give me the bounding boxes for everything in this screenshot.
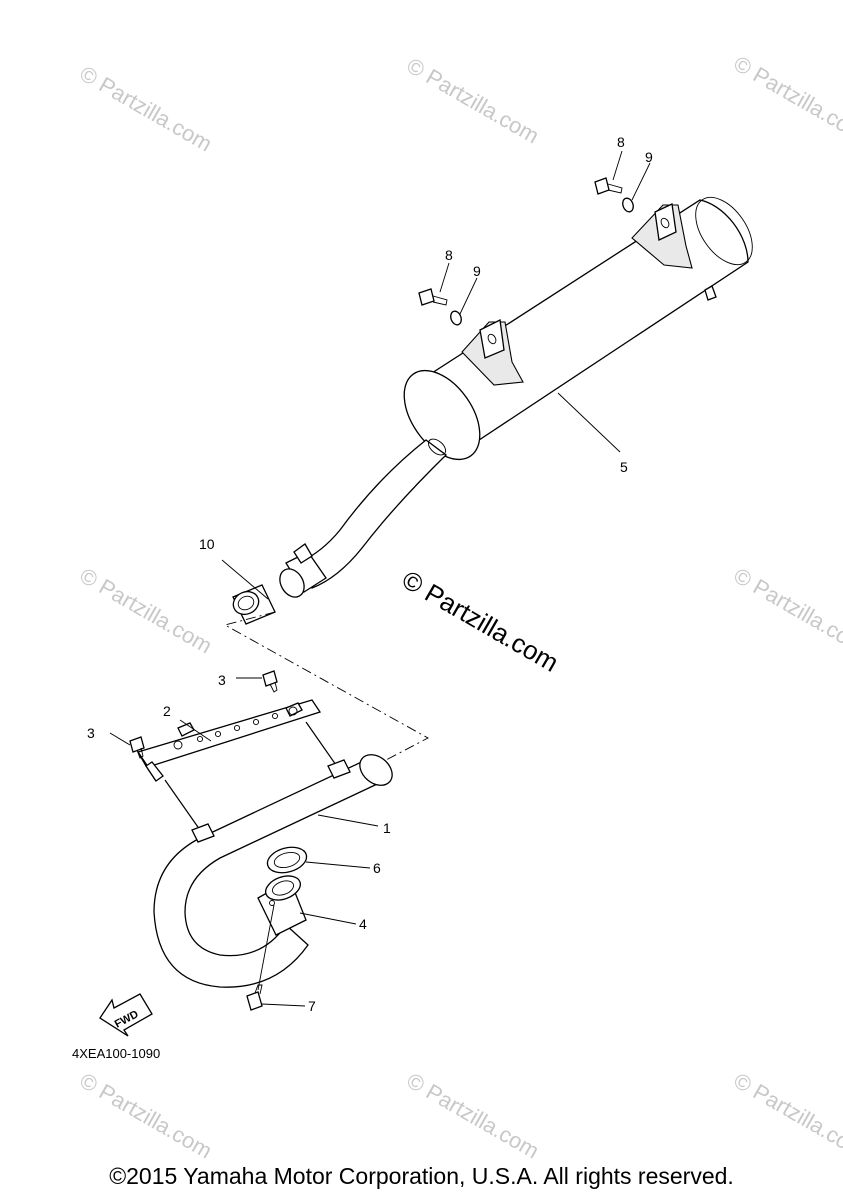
callout-2: 2 xyxy=(163,703,171,719)
callout-3b: 3 xyxy=(87,725,95,741)
callout-3a: 3 xyxy=(218,672,226,688)
bolt-7 xyxy=(246,984,263,1011)
joint-flange xyxy=(257,875,307,936)
bolt-8-lower xyxy=(418,288,448,306)
muffler-inlet-pipe xyxy=(279,438,447,598)
diagram-code: 4XEA100-1090 xyxy=(72,1046,161,1061)
watermark-tile: © Partzilla.com xyxy=(76,61,217,157)
callout-9a: 9 xyxy=(645,149,653,165)
callout-8a: 8 xyxy=(617,134,625,150)
washer-9-lower xyxy=(450,310,462,326)
muffler xyxy=(403,196,753,461)
callout-7: 7 xyxy=(308,998,316,1014)
watermark-tile: © Partzilla.com xyxy=(730,1068,843,1164)
heat-protector xyxy=(136,699,351,843)
callout-8b: 8 xyxy=(445,247,453,263)
washer-9-upper xyxy=(622,197,634,213)
bolt-3-lower xyxy=(129,736,145,759)
callout-10: 10 xyxy=(199,536,215,552)
bolt-8-upper xyxy=(594,177,623,195)
bolt-3-upper xyxy=(262,670,278,693)
callouts: 1 2 3 3 4 5 6 7 8 8 9 9 10 xyxy=(87,134,653,1014)
watermark-tile: © Partzilla.com xyxy=(403,53,544,149)
watermark-tile: © Partzilla.com xyxy=(730,51,843,147)
watermark-tile: © Partzilla.com xyxy=(76,1068,217,1164)
callout-4: 4 xyxy=(359,916,367,932)
watermark-tile: © Partzilla.com xyxy=(403,1068,544,1164)
fwd-arrow: FWD xyxy=(99,993,153,1037)
watermark-main: © Partzilla.com xyxy=(397,564,564,678)
exhaust-pipe xyxy=(153,754,393,988)
gasket-10 xyxy=(232,584,276,625)
watermark-tile: © Partzilla.com xyxy=(76,563,217,659)
copyright-notice: ©2015 Yamaha Motor Corporation, U.S.A. A… xyxy=(109,1163,734,1189)
callout-6: 6 xyxy=(373,860,381,876)
callout-1: 1 xyxy=(383,820,391,836)
watermark-tile: © Partzilla.com xyxy=(730,563,843,659)
callout-9b: 9 xyxy=(473,263,481,279)
assembly-line xyxy=(223,611,429,761)
gasket-6 xyxy=(266,846,308,874)
callout-5: 5 xyxy=(620,459,628,475)
leader-lines xyxy=(109,150,651,1007)
